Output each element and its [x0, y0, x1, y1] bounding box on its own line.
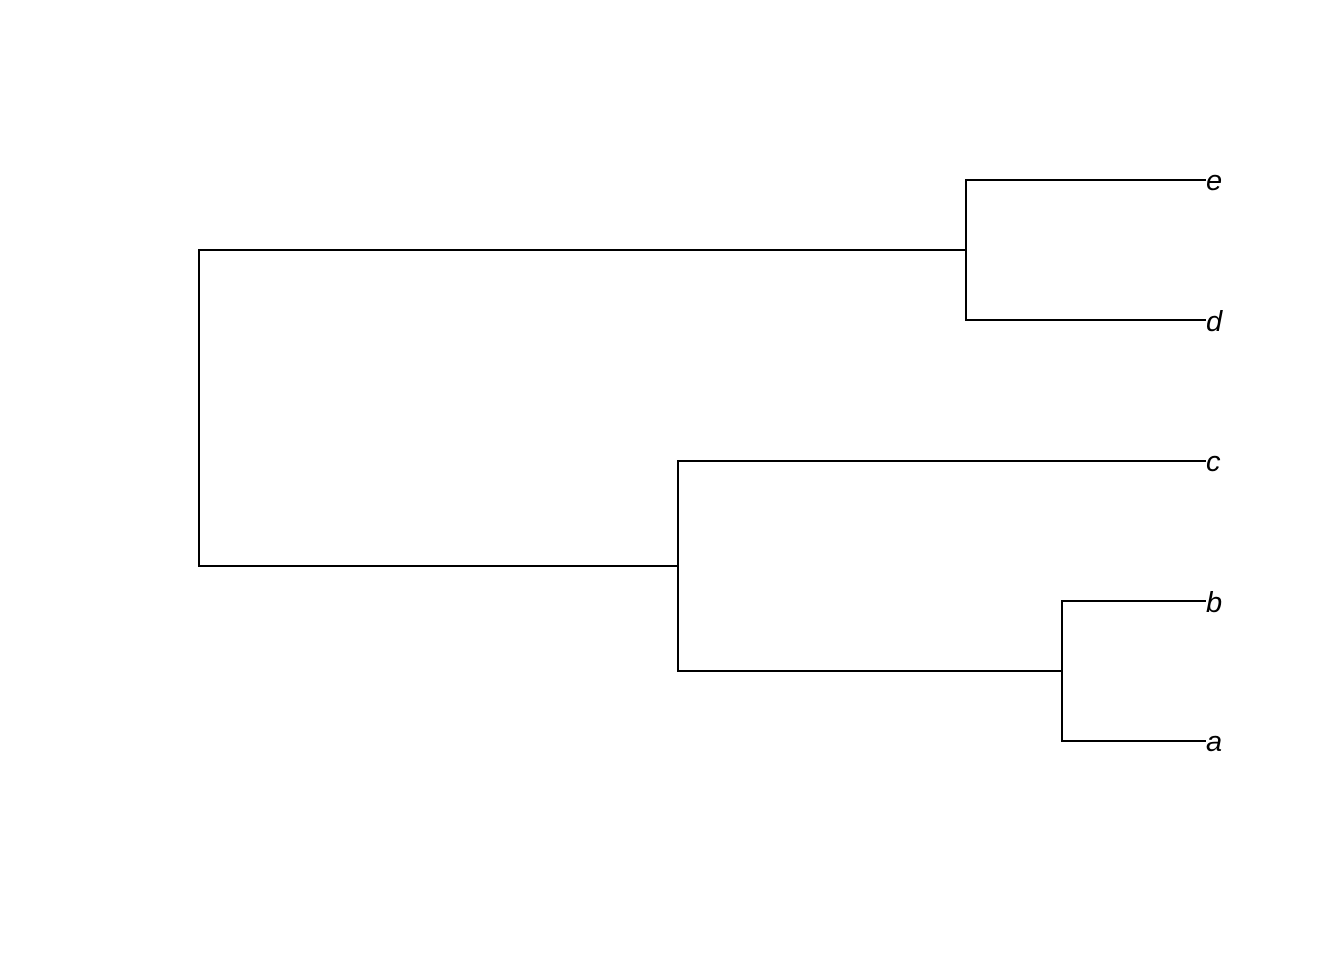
tree-nodes — [198, 179, 1063, 742]
tip-labels: e d c b a — [1206, 165, 1223, 758]
tree-edges — [198, 179, 1206, 742]
tip-label-a: a — [1206, 726, 1222, 758]
tip-label-c: c — [1206, 446, 1221, 478]
tip-label-e: e — [1206, 165, 1222, 197]
tip-label-b: b — [1206, 587, 1222, 619]
tip-label-d: d — [1206, 306, 1223, 338]
